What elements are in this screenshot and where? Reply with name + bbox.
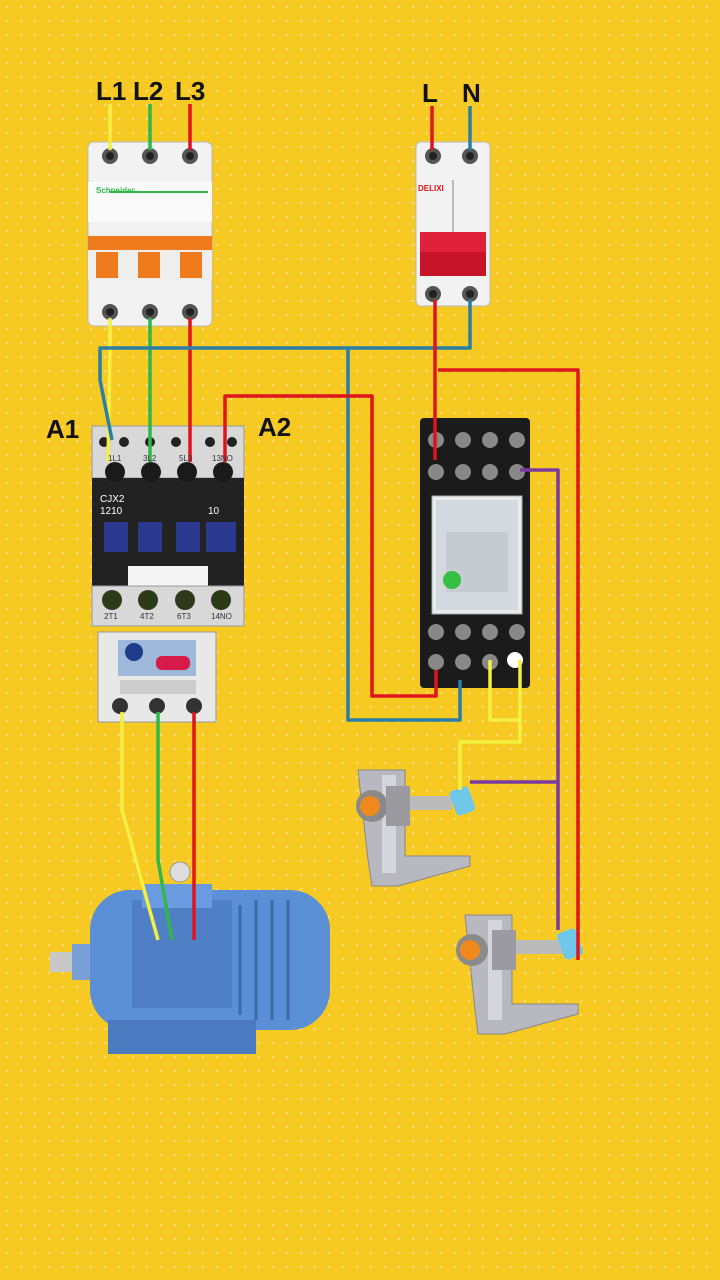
motor: [50, 861, 330, 1054]
label-l2: L2: [133, 76, 164, 106]
terminal-label-top-4: 13NO: [212, 454, 233, 463]
wire-neutral-relay: [346, 348, 462, 722]
terminal-label-bottom-2: 4T2: [140, 612, 154, 621]
wire-line-sensor: [438, 368, 580, 960]
thermal-overload-relay: [97, 631, 217, 723]
terminal-label-top-1: 1L1: [108, 454, 122, 463]
wire-motor-u: [120, 712, 160, 941]
contactor-body: [91, 425, 245, 627]
terminal-label-bottom-3: 6T3: [177, 612, 191, 621]
wire-yellow-sensor1: [458, 720, 522, 790]
contactor-aux: 10: [208, 506, 220, 517]
proximity-sensor-2: [456, 914, 584, 1035]
three-pole-breaker: [87, 141, 213, 327]
single-pole-breaker: [415, 141, 491, 307]
terminal-label-bottom-4: 14NO: [211, 612, 232, 621]
label-l1: L1: [96, 76, 127, 106]
label-l3: L3: [175, 76, 206, 106]
terminal-label-top-3: 5L3: [179, 454, 193, 463]
terminal-label-top-2: 3L2: [143, 454, 157, 463]
terminal-label-bottom-1: 2T1: [104, 612, 118, 621]
proximity-sensor-1: [356, 769, 476, 887]
label-a2: A2: [258, 412, 292, 442]
contactor-model-line1: CJX2: [100, 494, 125, 505]
wire-purple-sensor2: [520, 468, 560, 930]
label-l: L: [422, 78, 438, 108]
relay-base: [420, 418, 530, 688]
wire-l1-main: [106, 318, 112, 463]
wire-a2-relay: [223, 394, 438, 698]
wire-motor-v: [156, 712, 174, 941]
wire-yellow-relay-loop: [488, 660, 522, 722]
breaker-brand-delixi: DELIXI: [418, 184, 444, 193]
contactor-model-line2: 1210: [100, 506, 123, 517]
wire-neutral-a1: [98, 300, 472, 441]
breaker-brand-schneider: Schneider: [96, 186, 135, 195]
label-a1: A1: [46, 414, 80, 444]
label-n: N: [462, 78, 481, 108]
